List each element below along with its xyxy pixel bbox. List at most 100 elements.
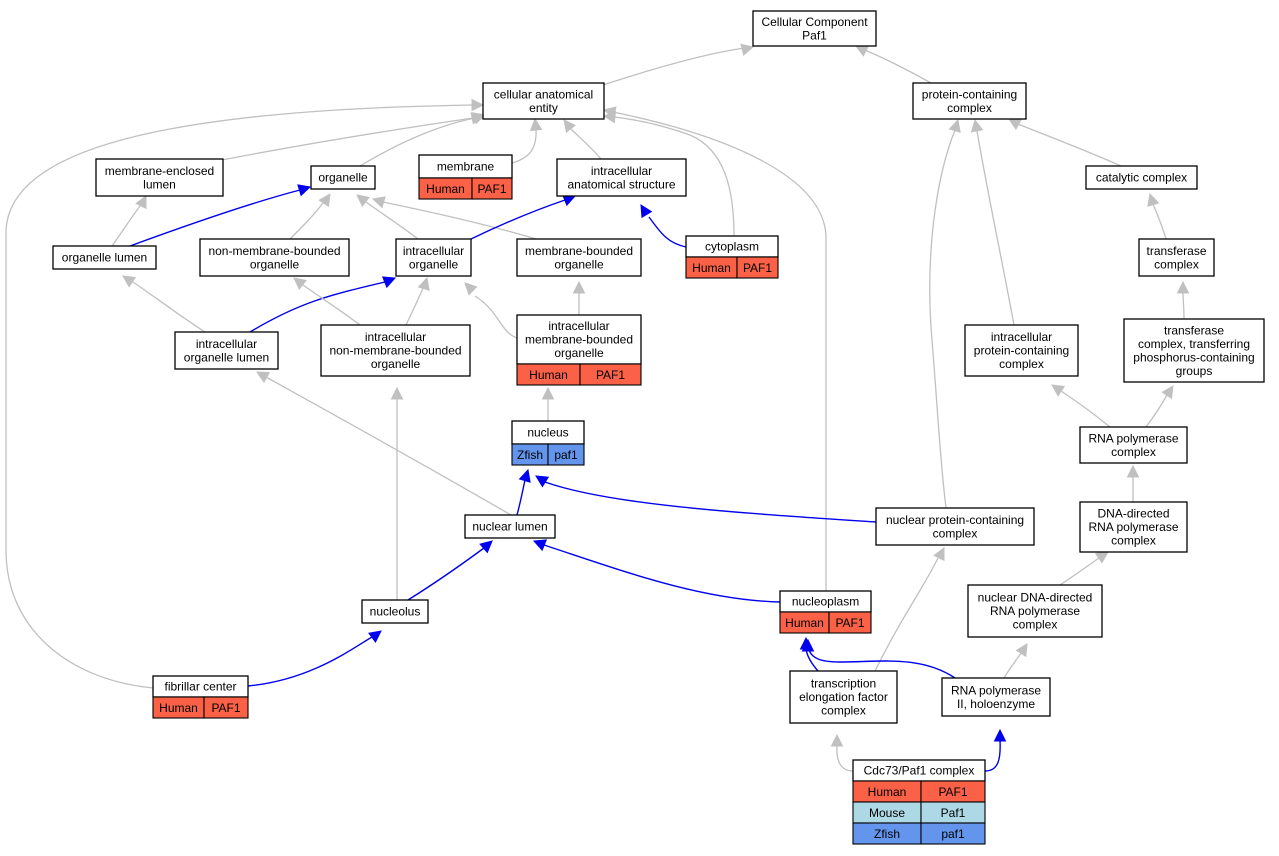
node-label-line: RNA polymerase: [990, 604, 1080, 618]
arrowhead-icon: [933, 546, 945, 562]
part-of-edge-line: [407, 547, 485, 601]
node-label-line: membrane-bounded: [525, 333, 633, 347]
edge-transferase-complex-phosphorus-to-transferase-complex: [1176, 280, 1190, 320]
arrowhead-icon: [1094, 551, 1109, 564]
is-a-edge-line: [132, 281, 206, 333]
node-label-line: intracellular: [196, 337, 257, 351]
edge-protein-containing-complex-to-cellular-component-paf1: [854, 45, 932, 84]
arrowhead-icon: [122, 275, 137, 288]
node-label-line: RNA polymerase: [951, 683, 1041, 697]
arrowhead-icon: [1126, 464, 1140, 478]
node-label-line: nucleolus: [370, 605, 421, 619]
edge-layer: [5, 43, 1190, 772]
node-box: [875, 507, 1035, 546]
edge-cytoplasm-to-intracellular-anatomical-structure: [640, 204, 687, 248]
node-box: [464, 514, 556, 539]
node-box: [556, 158, 687, 197]
node-box: [395, 238, 472, 277]
node-box: [95, 158, 224, 197]
is-a-edge-line: [289, 202, 324, 240]
gene-cell: [203, 696, 249, 719]
edge-nucleolus-to-nuclear-lumen: [407, 540, 493, 601]
node-label-line: phosphorus-containing: [1133, 350, 1254, 364]
go-term-node-organelle-lumen[interactable]: organelle lumen: [52, 245, 157, 270]
go-term-node-intracellular-membrane-bounded-organelle[interactable]: intracellularmembrane-boundedorganelleHu…: [516, 314, 642, 386]
node-label-line: transferase: [1146, 244, 1206, 258]
arrowhead-icon: [1147, 192, 1160, 207]
node-box: [964, 324, 1079, 377]
part-of-edge-line: [470, 199, 566, 240]
arrowhead-icon: [356, 194, 370, 208]
arrowhead-icon: [368, 630, 382, 643]
gene-cell: [547, 443, 585, 466]
arrowhead-icon: [135, 194, 147, 210]
arrowhead-icon: [640, 204, 653, 219]
edge-membrane-bounded-organelle-to-organelle: [371, 196, 537, 240]
node-label-line: cytoplasm: [705, 240, 759, 254]
node-label-line: organelle: [250, 257, 300, 271]
arrowhead-icon: [535, 475, 550, 488]
go-term-node-intracellular-non-membrane-bounded-organelle[interactable]: intracellularnon-membrane-boundedorganel…: [320, 324, 471, 377]
is-a-edge-line: [111, 205, 141, 247]
arrowhead-icon: [381, 276, 397, 289]
node-label-line: complex: [947, 101, 992, 115]
is-a-edge-line: [302, 284, 361, 326]
is-a-edge-line: [976, 130, 1015, 326]
edge-catalytic-complex-to-protein-containing-complex: [1008, 118, 1122, 167]
node-label-line: complex: [1111, 445, 1156, 459]
arrowhead-icon: [830, 733, 844, 747]
node-label-line: intracellular: [365, 330, 426, 344]
go-term-node-nuclear-lumen[interactable]: nuclear lumen: [464, 514, 556, 539]
go-term-node-organelle[interactable]: organelle: [310, 165, 376, 190]
node-label-line: intracellular: [403, 244, 464, 258]
go-term-node-nucleolus[interactable]: nucleolus: [361, 599, 429, 624]
part-of-edge-line: [543, 544, 781, 603]
node-label-line: protein-containing: [922, 87, 1017, 101]
species-label: Zfish: [517, 448, 543, 462]
edge-organelle-to-cellular-anatomical-entity: [359, 112, 487, 167]
is-a-edge-line: [1152, 203, 1167, 240]
node-label-line: nuclear DNA-directed: [978, 591, 1093, 605]
edge-transcription-elongation-factor-complex-to-nuclear-protein-containing-complex: [874, 546, 945, 672]
node-label-line: Cdc73/Paf1 complex: [864, 764, 975, 778]
arrowhead-icon: [1051, 384, 1066, 397]
arrowhead-icon: [390, 386, 404, 400]
edge-nuclear-lumen-to-nucleus: [516, 468, 531, 516]
is-a-edge-line: [570, 128, 602, 160]
gene-symbol: PAF1: [211, 701, 240, 715]
node-box: [516, 314, 642, 365]
edge-dna-directed-rna-polymerase-complex-to-rna-polymerase-complex: [1126, 464, 1140, 502]
node-label-line: entity: [529, 101, 558, 115]
node-box: [52, 245, 157, 270]
edge-nucleoplasm-to-cellular-anatomical-entity: [602, 106, 827, 591]
go-term-node-catalytic-complex[interactable]: catalytic complex: [1085, 165, 1198, 190]
arrowhead-icon: [740, 43, 755, 56]
